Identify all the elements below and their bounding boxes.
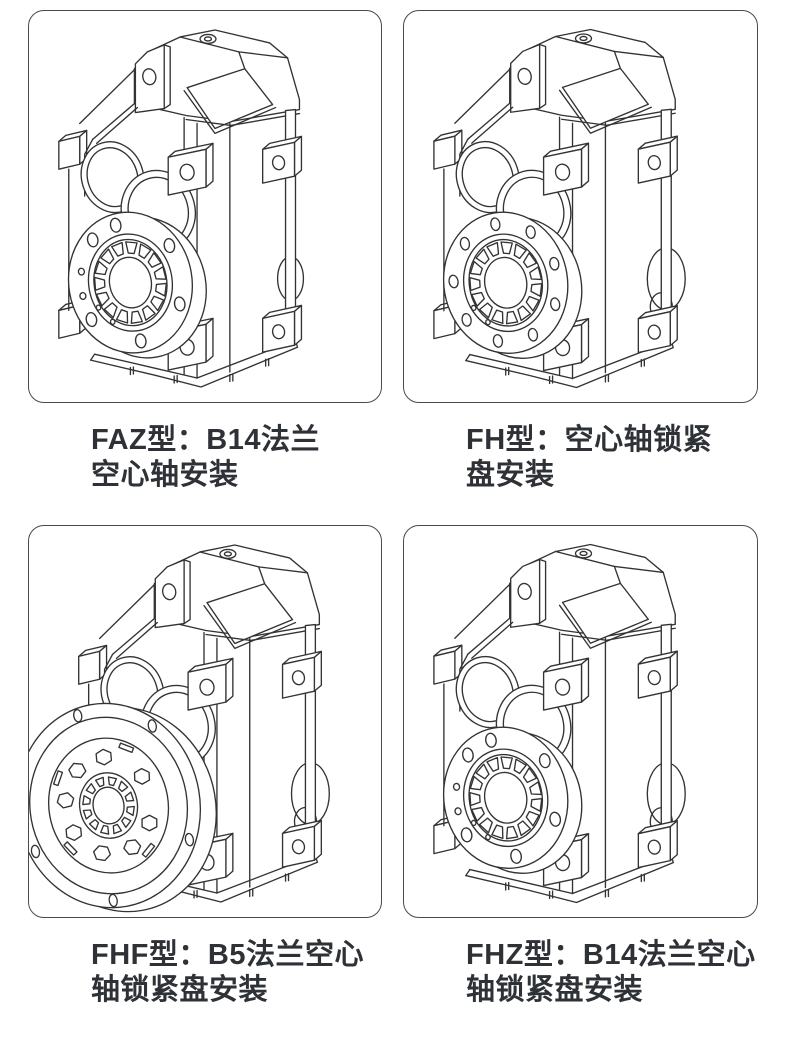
caption-line-1: FHZ型：B14法兰空心 — [466, 939, 756, 971]
gearbox-panel-faz — [28, 10, 382, 403]
caption-line-2: 轴锁紧盘安装 — [91, 974, 269, 1006]
gearbox-drawing-icon — [433, 543, 686, 904]
caption-line-2: 空心轴安装 — [91, 459, 239, 491]
cell-fh: FH型：空心轴锁紧 盘安装 — [403, 10, 758, 525]
gearbox-panel-fhz — [403, 525, 758, 918]
cell-fhf: FHF型：B5法兰空心 轴锁紧盘安装 — [28, 525, 382, 1040]
caption-line-2: 轴锁紧盘安装 — [466, 974, 644, 1006]
caption-faz: FAZ型：B14法兰 空心轴安装 — [91, 423, 382, 493]
gearbox-drawing-icon — [433, 28, 686, 389]
caption-line-1: FAZ型：B14法兰 — [91, 424, 320, 456]
caption-fhz: FHZ型：B14法兰空心 轴锁紧盘安装 — [466, 938, 758, 1008]
cell-fhz: FHZ型：B14法兰空心 轴锁紧盘安装 — [403, 525, 758, 1040]
caption-line-1: FH型：空心轴锁紧 — [466, 424, 713, 456]
panel-grid: FAZ型：B14法兰 空心轴安装 FH型：空心轴锁紧 盘安装 FHF型：B5法兰… — [28, 10, 758, 1040]
caption-fh: FH型：空心轴锁紧 盘安装 — [466, 423, 758, 493]
cell-faz: FAZ型：B14法兰 空心轴安装 — [28, 10, 382, 525]
gearbox-panel-fhf — [28, 525, 382, 918]
caption-line-1: FHF型：B5法兰空心 — [91, 939, 364, 971]
gearbox-drawing-icon — [29, 544, 330, 913]
gearbox-panel-fh — [403, 10, 758, 403]
gearbox-drawing-icon — [58, 29, 305, 388]
caption-fhf: FHF型：B5法兰空心 轴锁紧盘安装 — [91, 938, 382, 1008]
caption-line-2: 盘安装 — [466, 459, 555, 491]
